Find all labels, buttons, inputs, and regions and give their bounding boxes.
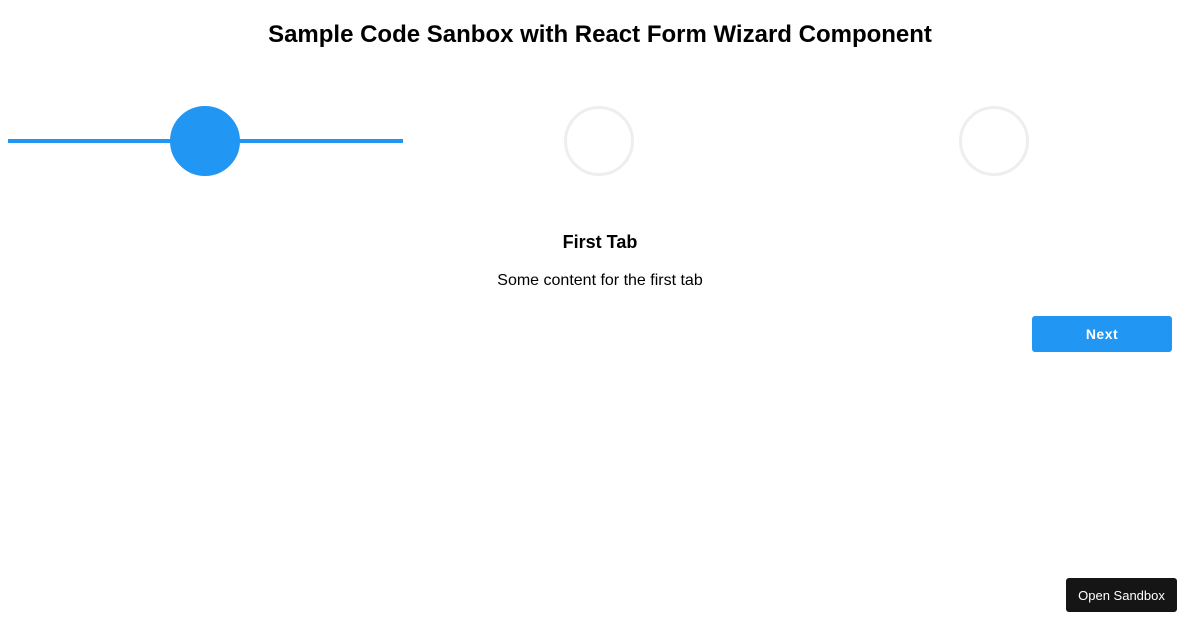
tab-title: First Tab xyxy=(562,232,638,252)
open-sandbox-button[interactable]: Open Sandbox xyxy=(1066,578,1177,612)
step-circle-2[interactable] xyxy=(564,106,634,176)
tab-content-text: Some content for the first tab xyxy=(497,272,703,289)
wizard-stepper xyxy=(8,105,1192,177)
step-circle-1-active[interactable] xyxy=(170,106,240,176)
step-circle-3[interactable] xyxy=(959,106,1029,176)
wizard-step-2[interactable] xyxy=(402,105,797,177)
wizard-step-1[interactable] xyxy=(8,105,403,177)
wizard-step-3[interactable] xyxy=(797,105,1192,177)
next-button[interactable]: Next xyxy=(1032,316,1172,352)
page-title: Sample Code Sanbox with React Form Wizar… xyxy=(268,21,932,48)
